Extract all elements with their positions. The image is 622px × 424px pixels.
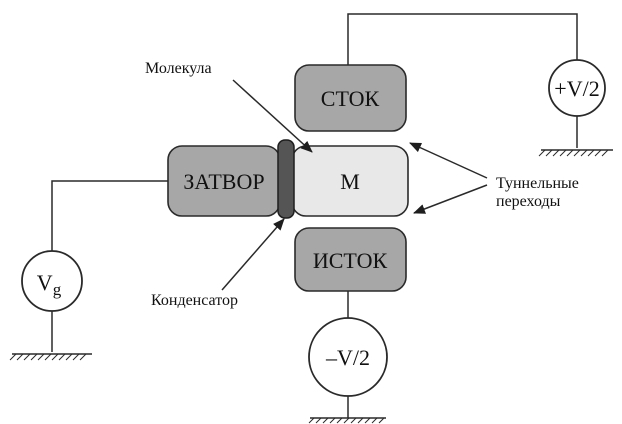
positive-voltage-label: +V/2 xyxy=(554,76,599,101)
drain-label: СТОК xyxy=(321,86,380,111)
molecule-callout-arrow xyxy=(232,79,313,153)
molecule-box: М xyxy=(291,145,409,217)
molecule-label: М xyxy=(340,169,360,194)
ground-symbol-negative xyxy=(308,417,386,424)
tunnel-junctions-label: Туннельные переходы xyxy=(496,175,583,210)
capacitor-callout-arrow xyxy=(221,218,285,291)
source-box: ИСТОК xyxy=(294,227,407,292)
capacitor-layer xyxy=(277,139,295,219)
tunnel-junctions-line-2: переходы xyxy=(496,193,561,210)
source-label: ИСТОК xyxy=(313,248,388,273)
tunnel-arrow-upper xyxy=(409,142,488,179)
positive-voltage-source: +V/2 xyxy=(548,59,606,117)
negative-voltage-label: –V/2 xyxy=(325,345,370,370)
ground-symbol-positive xyxy=(538,149,613,157)
capacitor-callout-label: Конденсатор xyxy=(151,292,238,309)
gate-box: ЗАТВОР xyxy=(167,145,281,217)
drain-wire xyxy=(347,13,578,65)
gate-voltage-subscript: g xyxy=(53,280,62,299)
gate-label: ЗАТВОР xyxy=(183,169,264,194)
drain-box: СТОК xyxy=(294,64,407,132)
tunnel-junctions-line-1: Туннельные xyxy=(496,175,579,192)
gate-voltage-label: Vg xyxy=(37,270,62,299)
tunnel-arrow-lower xyxy=(413,184,488,214)
gate-wire xyxy=(51,180,168,251)
ground-symbol-gate xyxy=(9,353,92,361)
negative-voltage-source: –V/2 xyxy=(308,317,388,397)
gate-voltage-main: V xyxy=(37,270,53,295)
molecule-callout-label: Молекула xyxy=(145,60,212,77)
gate-voltage-source: Vg xyxy=(21,250,83,312)
